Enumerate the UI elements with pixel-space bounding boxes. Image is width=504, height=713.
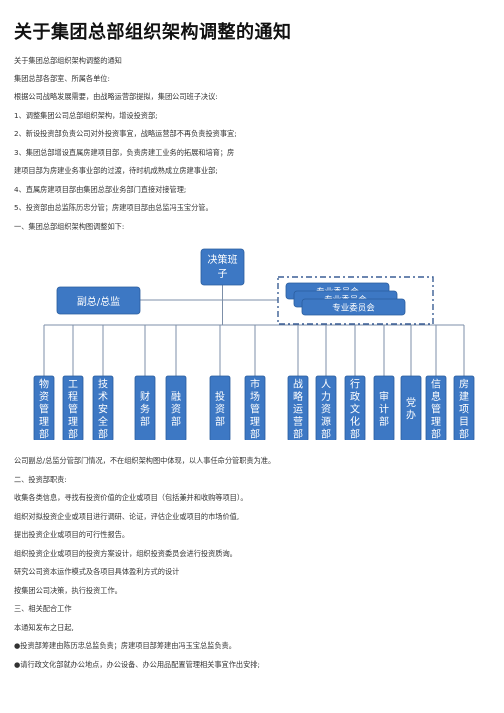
department-label: 物资管理部 xyxy=(39,377,49,440)
department-box xyxy=(244,375,266,440)
bullet-item: ●请行政文化部就办公地点，办公设备、办公用品配置管理相关事宜作出安排; xyxy=(14,660,260,669)
department-label: 党办 xyxy=(406,396,416,422)
department-box xyxy=(33,375,55,440)
section-heading: 一、集团总部组织架构图调整如下: xyxy=(14,222,125,231)
department-box xyxy=(287,375,309,440)
paragraph: 5、投资部由总监陈历忠分管；房建项目部由总监冯玉宝分管。 xyxy=(14,203,213,212)
paragraph: 集团总部各部室、所属各单位: xyxy=(14,74,110,83)
department-box xyxy=(400,375,422,440)
bullet-item: ●投资部筹建由陈历忠总监负责；房建项目部筹建由冯玉宝总监负责。 xyxy=(14,641,236,650)
department-box xyxy=(62,375,84,440)
committee-frame xyxy=(277,276,434,325)
department-label: 投资部 xyxy=(215,390,225,428)
department-box xyxy=(425,375,447,440)
committee-box xyxy=(301,298,406,316)
section-heading: 二、投资部职责: xyxy=(14,475,67,484)
paragraph: 2、新设投资部负责公司对外投资事宜，战略运营部不再负责投资事宜; xyxy=(14,129,237,138)
committee-label: 专业委员会 xyxy=(332,303,375,314)
department-label: 信息管理部 xyxy=(431,378,441,440)
department-label: 技术安全部 xyxy=(98,377,108,440)
department-label: 融资部 xyxy=(171,391,181,428)
decision-box xyxy=(200,248,245,286)
org-chart: 决策班子副总/总监专业委员会专业委员会专业委员会物资管理部工程管理部技术安全部财… xyxy=(33,248,475,440)
paragraph: 本通知发布之日起, xyxy=(14,623,74,632)
department-label: 人力资源部 xyxy=(321,378,331,440)
decision-box-label-cont: 子 xyxy=(218,268,228,280)
decision-box-label: 决策班 xyxy=(208,253,238,266)
paragraph: 研究公司资本运作模式及各项目具体盈利方式的设计 xyxy=(14,567,180,576)
paragraph: 1、调整集团公司总部组织架构，增设投资部; xyxy=(14,111,158,120)
department-box xyxy=(209,375,231,440)
paragraph: 3、集团总部增设直属房建项目部，负责房建工业务的拓展和培育；房 xyxy=(14,148,235,157)
section-heading: 三、相关配合工作 xyxy=(14,604,72,613)
department-box xyxy=(165,375,187,440)
paragraph: 建项目部为房建业务事业部的过渡，待时机成熟成立房建事业部; xyxy=(14,166,218,175)
department-label: 房建项目部 xyxy=(459,377,469,440)
department-box xyxy=(92,375,114,440)
department-label: 行政文化部 xyxy=(350,377,360,440)
paragraph: 收集各类信息，寻找有投资价值的企业或项目（包括兼并和收购等项目）。 xyxy=(14,493,248,502)
department-label: 审计部 xyxy=(379,390,389,428)
department-box xyxy=(315,375,337,440)
department-label: 战略运营部 xyxy=(293,378,303,440)
department-box xyxy=(344,375,366,440)
department-label: 市场管理部 xyxy=(250,377,260,440)
paragraph: 提出投资企业或项目的可行性报告。 xyxy=(14,530,130,539)
department-label: 工程管理部 xyxy=(68,379,78,440)
department-box xyxy=(453,375,475,440)
page-title: 关于集团总部组织架构调整的通知 xyxy=(14,22,292,43)
vice-president-box xyxy=(56,286,141,315)
paragraph: 组织对拟投资企业或项目进行调研、论证，评估企业或项目的市场价值, xyxy=(14,512,240,521)
org-chart-connectors xyxy=(43,285,465,376)
department-label: 财务部 xyxy=(140,390,150,428)
paragraph: 根据公司战略发展需要，由战略运营部提拟，集团公司班子决议: xyxy=(14,92,218,101)
paragraph: 4、直属房建项目部由集团总部业务部门直接对接管理; xyxy=(14,185,187,194)
vice-president-label: 副总/总监 xyxy=(77,295,120,308)
paragraph: 公司副总/总监分管部门情况，不在组织架构图中体现，以人事任命分管职责为准。 xyxy=(14,456,276,465)
paragraph: 关于集团总部组织架构调整的通知 xyxy=(14,56,122,65)
department-box xyxy=(373,375,395,440)
paragraph: 组织投资企业或项目的投资方案设计，组织投资委员会进行投资质询。 xyxy=(14,549,237,558)
paragraph: 按集团公司决策，执行投资工作。 xyxy=(14,586,122,595)
department-box xyxy=(134,375,156,440)
